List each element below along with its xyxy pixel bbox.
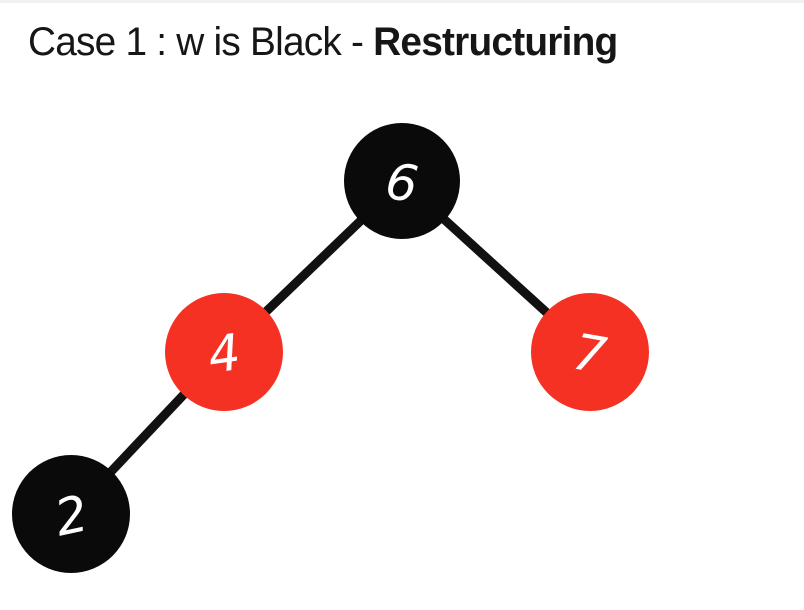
tree-node-right-child: 7 <box>531 293 649 411</box>
tree-node-root: 6 <box>344 123 460 239</box>
title-text: Case 1 : w is Black - <box>28 20 374 64</box>
title-emphasis: Restructuring <box>373 20 618 64</box>
node-circle-black <box>12 455 130 573</box>
top-edge-strip <box>0 0 804 3</box>
tree-node-left-grandchild: 2 <box>12 455 130 573</box>
node-circle-red <box>165 293 283 411</box>
slide-title: Case 1 : w is Black - Restructuring <box>28 20 618 65</box>
node-circle-red <box>531 293 649 411</box>
tree-node-left-child: 4 <box>165 293 283 411</box>
node-circle-black <box>344 123 460 239</box>
